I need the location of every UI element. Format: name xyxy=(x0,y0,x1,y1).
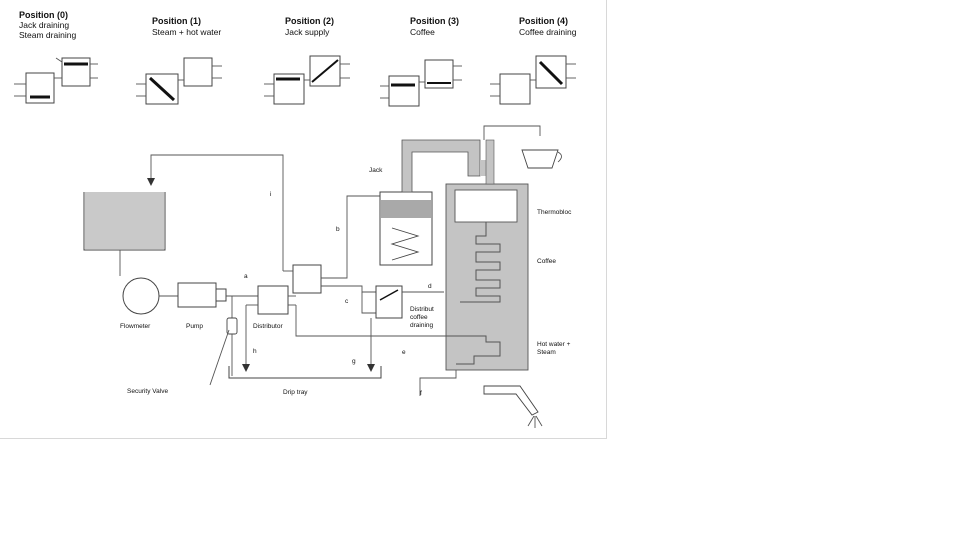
drip-tray-icon xyxy=(228,366,382,379)
hot-water-label-1: Hot water + xyxy=(537,341,571,348)
position-4: Position (4) Coffee draining xyxy=(490,16,577,105)
distributor-icon xyxy=(257,285,289,315)
pipe-label-a: a xyxy=(244,273,248,280)
cup-icon xyxy=(521,149,559,169)
jack: Jack xyxy=(369,140,433,266)
flowmeter-icon xyxy=(122,277,160,315)
position-0-desc-2: Steam draining xyxy=(19,30,76,40)
drip-tray-label: Drip tray xyxy=(283,389,308,396)
pipe-label-b: b xyxy=(336,226,340,233)
distrib-label-1: Distribut xyxy=(410,306,434,313)
distrib-label-2: coffee xyxy=(410,314,428,321)
selector-valve-icon xyxy=(292,264,322,294)
thermobloc-chamber xyxy=(454,189,518,223)
position-1-title: Position (1) xyxy=(152,16,201,26)
jack-spring-icon xyxy=(390,227,420,261)
pipe-label-e: e xyxy=(402,349,406,356)
position-3-title: Position (3) xyxy=(410,16,459,26)
water-tank xyxy=(83,154,284,271)
tank-water xyxy=(85,192,164,249)
position-legend: Position (0) Jack draining Steam drainin… xyxy=(14,10,577,107)
position-1: Position (1) Steam + hot water xyxy=(136,16,222,105)
position-4-title: Position (4) xyxy=(519,16,568,26)
hydraulic-schematic: Flowmeter Pump a Security Valve Distribu… xyxy=(83,125,572,428)
steam-wand-icon xyxy=(483,385,539,416)
coffee-draining-distributor-icon xyxy=(375,285,403,319)
jack-duct xyxy=(401,139,481,193)
steam-coil xyxy=(444,335,501,365)
position-2-title: Position (2) xyxy=(285,16,334,26)
pipe-label-g: g xyxy=(352,358,356,365)
coffee-machine-hydraulic-diagram: Position (0) Jack draining Steam drainin… xyxy=(0,0,607,439)
position-1-desc-1: Steam + hot water xyxy=(152,27,221,37)
coffee-coil xyxy=(460,222,501,303)
position-0-title: Position (0) xyxy=(19,10,68,20)
pipe-label-i: i xyxy=(270,191,271,198)
tank-inlet-arrow-icon xyxy=(147,178,155,186)
position-4-valve-icon xyxy=(490,55,576,105)
position-1-valve-icon xyxy=(136,57,222,105)
position-0-valve-icon xyxy=(14,57,98,104)
jack-label: Jack xyxy=(369,167,383,174)
distrib-label-3: draining xyxy=(410,322,434,329)
pipe-label-c: c xyxy=(345,298,349,305)
pipe-label-f: f xyxy=(420,390,422,397)
position-0-desc-1: Jack draining xyxy=(19,20,69,30)
position-3-valve-icon xyxy=(380,59,462,107)
pump-icon xyxy=(177,282,217,308)
hot-water-label-2: Steam xyxy=(537,349,556,356)
position-4-desc-1: Coffee draining xyxy=(519,27,577,37)
coffee-label: Coffee xyxy=(537,258,556,265)
thermobloc-label: Thermobloc xyxy=(537,209,572,216)
position-0: Position (0) Jack draining Steam drainin… xyxy=(14,10,98,104)
position-2-valve-icon xyxy=(264,55,350,105)
drain-arrow-icon xyxy=(367,364,375,372)
security-valve-label: Security Valve xyxy=(127,388,168,395)
pipe-label-d: d xyxy=(428,283,432,290)
distributor-label: Distributor xyxy=(253,323,283,330)
position-3-desc-1: Coffee xyxy=(410,27,435,37)
pump-label: Pump xyxy=(186,323,203,330)
pipe-label-h: h xyxy=(253,348,257,355)
diagram-canvas: Position (0) Jack draining Steam drainin… xyxy=(14,10,577,428)
position-2: Position (2) Jack supply xyxy=(264,16,350,105)
flowmeter-label: Flowmeter xyxy=(120,323,151,330)
position-3: Position (3) Coffee xyxy=(380,16,462,107)
thermobloc: Thermobloc Coffee Hot water + Steam xyxy=(444,183,572,371)
position-2-desc-1: Jack supply xyxy=(285,27,330,37)
